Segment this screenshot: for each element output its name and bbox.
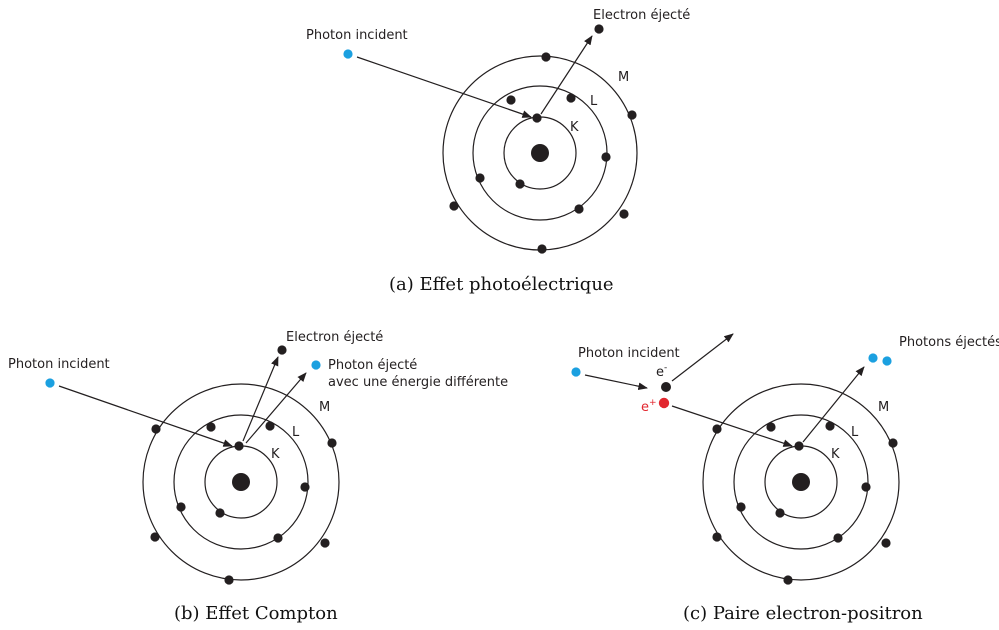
electron-symbol: e: [656, 365, 664, 380]
panel-c: K L M Photon incident e- e+: [571, 333, 999, 624]
electron: [515, 179, 525, 189]
panel-b: K L M Photon incident Electron éjecté Ph…: [8, 330, 508, 624]
positron-arrow: [671, 405, 793, 447]
incident-photon-label: Photon incident: [306, 28, 408, 43]
electron: [300, 482, 310, 492]
electron: [627, 110, 637, 120]
incident-photon-label: Photon incident: [8, 357, 110, 372]
pair-positron-label: e+: [641, 398, 657, 415]
shell-label-k: K: [570, 120, 579, 135]
pair-electron-arrow: [671, 333, 734, 382]
shell-label-l: L: [292, 425, 300, 440]
electron: [712, 532, 722, 542]
nucleus: [792, 473, 810, 491]
pair-electron-label: e-: [656, 363, 667, 380]
ejected-photon: [311, 360, 321, 370]
electron: [151, 424, 161, 434]
positron-superscript: +: [649, 398, 657, 408]
electron: [206, 422, 216, 432]
ejected-photon-arrow: [245, 372, 307, 444]
electron: [766, 422, 776, 432]
electron: [475, 173, 485, 183]
ejected-photons-arrow: [802, 366, 865, 443]
electron: [574, 204, 584, 214]
electron: [619, 209, 629, 219]
ejected-photon: [868, 353, 878, 363]
electrons-b: [150, 421, 337, 585]
electron-superscript: -: [664, 363, 667, 373]
electrons-c: [712, 421, 898, 585]
electron: [794, 441, 804, 451]
electron: [775, 508, 785, 518]
incident-photon-arrow: [58, 385, 233, 447]
electron: [712, 424, 722, 434]
caption-a: (a) Effet photoélectrique: [389, 274, 614, 295]
electron: [861, 482, 871, 492]
electron: [601, 152, 611, 162]
positron-symbol: e: [641, 400, 649, 415]
shell-label-l: L: [851, 425, 859, 440]
ejected-electron-arrow: [242, 356, 279, 442]
incident-photon-label: Photon incident: [578, 346, 680, 361]
shell-label-k: K: [831, 447, 840, 462]
caption-b: (b) Effet Compton: [174, 603, 338, 624]
electron: [566, 93, 576, 103]
shell-label-m: M: [878, 400, 889, 415]
nucleus: [531, 144, 549, 162]
shell-label-l: L: [590, 94, 598, 109]
ejected-photons-label: Photons éjectés: [899, 335, 999, 350]
incident-photon: [571, 367, 581, 377]
positron: [658, 397, 670, 409]
electron: [506, 95, 516, 105]
orbit-m: [702, 383, 900, 581]
electron: [537, 244, 547, 254]
electron: [273, 533, 283, 543]
ejected-electron-arrow: [540, 35, 593, 115]
incident-photon-arrow: [356, 56, 532, 118]
orbit-l: [173, 414, 309, 550]
electron: [532, 113, 542, 123]
electron: [541, 52, 551, 62]
panel-a: K L M Photon incident Electron éjecté (a…: [306, 8, 690, 295]
ejected-electron-label: Electron éjecté: [286, 330, 383, 345]
incident-photon: [343, 49, 353, 59]
electron: [783, 575, 793, 585]
ejected-electron: [277, 345, 287, 355]
electron: [150, 532, 160, 542]
electron: [327, 438, 337, 448]
electron: [215, 508, 225, 518]
ejected-electron: [594, 24, 604, 34]
electron: [234, 441, 244, 451]
shell-label-k: K: [271, 447, 280, 462]
electron: [888, 438, 898, 448]
ejected-photon-label-line2: avec une énergie différente: [328, 375, 508, 390]
electron: [176, 502, 186, 512]
electrons-a: [449, 52, 637, 254]
incident-photon-arrow: [584, 374, 648, 390]
electron: [881, 538, 891, 548]
orbit-l: [733, 414, 869, 550]
nucleus: [232, 473, 250, 491]
electron: [265, 421, 275, 431]
electron: [320, 538, 330, 548]
shell-label-m: M: [618, 70, 629, 85]
electron: [449, 201, 459, 211]
orbit-m: [142, 383, 340, 581]
pair-electron: [661, 382, 671, 392]
ejected-photon: [882, 356, 892, 366]
ejected-electron-label: Electron éjecté: [593, 8, 690, 23]
shell-label-m: M: [319, 400, 330, 415]
electron: [224, 575, 234, 585]
electron: [833, 533, 843, 543]
electron: [825, 421, 835, 431]
incident-photon: [45, 378, 55, 388]
electron: [736, 502, 746, 512]
caption-c: (c) Paire electron-positron: [683, 603, 923, 624]
ejected-photon-label-line1: Photon éjecté: [328, 358, 417, 373]
